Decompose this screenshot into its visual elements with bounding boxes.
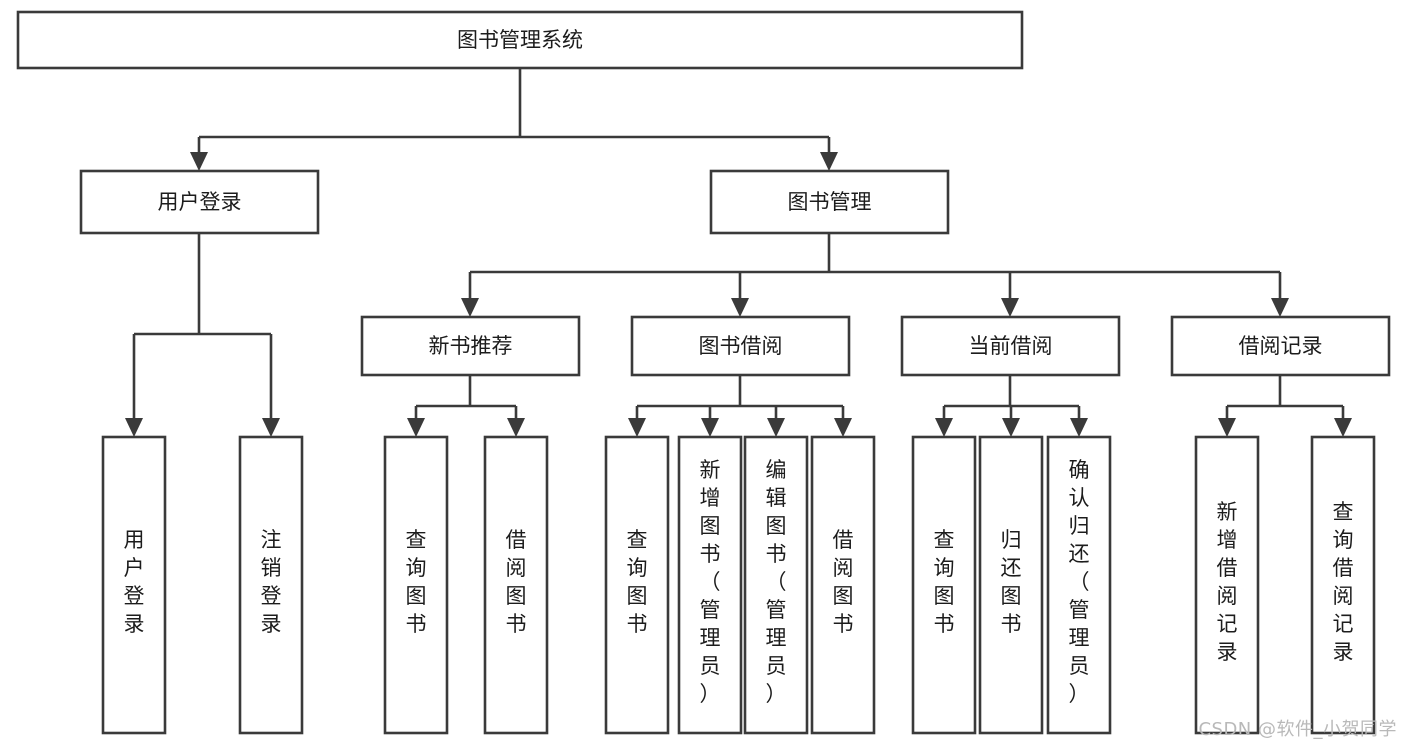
node-label: 图书管理系统	[457, 28, 583, 52]
node-label: 归还图书	[1001, 528, 1022, 636]
node-box[interactable]	[1170, 315, 1391, 377]
arrow-head-icon	[1271, 298, 1289, 317]
node-box[interactable]	[604, 435, 670, 735]
node-label: 借阅记录	[1239, 334, 1323, 358]
node-box[interactable]	[978, 435, 1044, 735]
node-label: 新书推荐	[429, 334, 513, 358]
arrow-head-icon	[125, 418, 143, 437]
nodes-layer: 图书管理系统用户登录图书管理新书推荐图书借阅当前借阅借阅记录用户登录注销登录查询…	[16, 10, 1391, 735]
node-box[interactable]	[709, 169, 950, 235]
arrow-head-icon	[628, 418, 646, 437]
arrow-head-icon	[834, 418, 852, 437]
node-leaf-user-login[interactable]: 用户登录	[101, 435, 167, 735]
node-borrow-record[interactable]: 借阅记录	[1170, 315, 1391, 377]
node-label: 查询借阅记录	[1333, 500, 1354, 664]
node-leaf-borrow-book-1[interactable]: 借阅图书	[483, 435, 549, 735]
node-leaf-query-book-1[interactable]: 查询图书	[383, 435, 449, 735]
node-new-book-rec[interactable]: 新书推荐	[360, 315, 581, 377]
arrow-head-icon	[262, 418, 280, 437]
node-leaf-logout[interactable]: 注销登录	[238, 435, 304, 735]
node-root[interactable]: 图书管理系统	[16, 10, 1024, 70]
node-leaf-confirm-return[interactable]: 确认归还（管理员）	[1046, 435, 1112, 735]
node-label: 新增图书（管理员）	[700, 458, 721, 706]
node-leaf-borrow-book-2[interactable]: 借阅图书	[810, 435, 876, 735]
node-box[interactable]	[483, 435, 549, 735]
node-box[interactable]	[677, 435, 743, 735]
node-box[interactable]	[1310, 435, 1376, 735]
node-box[interactable]	[900, 315, 1121, 377]
node-current-borrow[interactable]: 当前借阅	[900, 315, 1121, 377]
node-label: 注销登录	[261, 528, 282, 636]
node-box[interactable]	[101, 435, 167, 735]
node-label: 图书借阅	[699, 334, 783, 358]
connector-group	[935, 375, 1088, 437]
node-leaf-edit-book[interactable]: 编辑图书（管理员）	[743, 435, 809, 735]
node-box[interactable]	[16, 10, 1024, 70]
arrow-head-icon	[820, 152, 838, 171]
connector-group	[628, 375, 852, 437]
arrow-head-icon	[935, 418, 953, 437]
node-box[interactable]	[1194, 435, 1260, 735]
connector-group	[461, 233, 1289, 317]
arrow-head-icon	[731, 298, 749, 317]
node-label: 借阅图书	[833, 528, 854, 636]
node-label: 编辑图书（管理员）	[766, 458, 787, 706]
arrow-head-icon	[1218, 418, 1236, 437]
node-leaf-add-record[interactable]: 新增借阅记录	[1194, 435, 1260, 735]
connector-group	[190, 68, 838, 171]
node-box[interactable]	[810, 435, 876, 735]
arrow-head-icon	[1334, 418, 1352, 437]
node-label: 确认归还（管理员）	[1069, 458, 1090, 706]
node-box[interactable]	[383, 435, 449, 735]
node-box[interactable]	[630, 315, 851, 377]
node-leaf-query-book-3[interactable]: 查询图书	[911, 435, 977, 735]
watermark-text: CSDN @软件_小贺同学	[1198, 719, 1397, 740]
node-label: 新增借阅记录	[1217, 500, 1238, 664]
node-user-login[interactable]: 用户登录	[79, 169, 320, 235]
node-box[interactable]	[911, 435, 977, 735]
node-box[interactable]	[79, 169, 320, 235]
connector-group	[1218, 375, 1352, 437]
node-book-borrow[interactable]: 图书借阅	[630, 315, 851, 377]
arrow-head-icon	[767, 418, 785, 437]
node-label: 借阅图书	[506, 528, 527, 636]
arrow-head-icon	[1001, 298, 1019, 317]
node-label: 用户登录	[158, 190, 242, 214]
node-box[interactable]	[1046, 435, 1112, 735]
node-label: 用户登录	[124, 528, 145, 636]
connectors-layer	[125, 68, 1352, 437]
node-leaf-query-record[interactable]: 查询借阅记录	[1310, 435, 1376, 735]
arrow-head-icon	[1002, 418, 1020, 437]
node-label: 图书管理	[788, 190, 872, 214]
connector-group	[125, 233, 280, 437]
node-label: 查询图书	[627, 528, 648, 636]
arrow-head-icon	[701, 418, 719, 437]
node-leaf-query-book-2[interactable]: 查询图书	[604, 435, 670, 735]
node-label: 查询图书	[406, 528, 427, 636]
node-box[interactable]	[238, 435, 304, 735]
node-book-manage[interactable]: 图书管理	[709, 169, 950, 235]
arrow-head-icon	[461, 298, 479, 317]
node-box[interactable]	[743, 435, 809, 735]
connector-group	[407, 375, 525, 437]
arrow-head-icon	[507, 418, 525, 437]
arrow-head-icon	[190, 152, 208, 171]
node-label: 查询图书	[934, 528, 955, 636]
arrow-head-icon	[407, 418, 425, 437]
node-leaf-return-book[interactable]: 归还图书	[978, 435, 1044, 735]
node-box[interactable]	[360, 315, 581, 377]
node-label: 当前借阅	[969, 334, 1053, 358]
node-leaf-add-book[interactable]: 新增图书（管理员）	[677, 435, 743, 735]
arrow-head-icon	[1070, 418, 1088, 437]
